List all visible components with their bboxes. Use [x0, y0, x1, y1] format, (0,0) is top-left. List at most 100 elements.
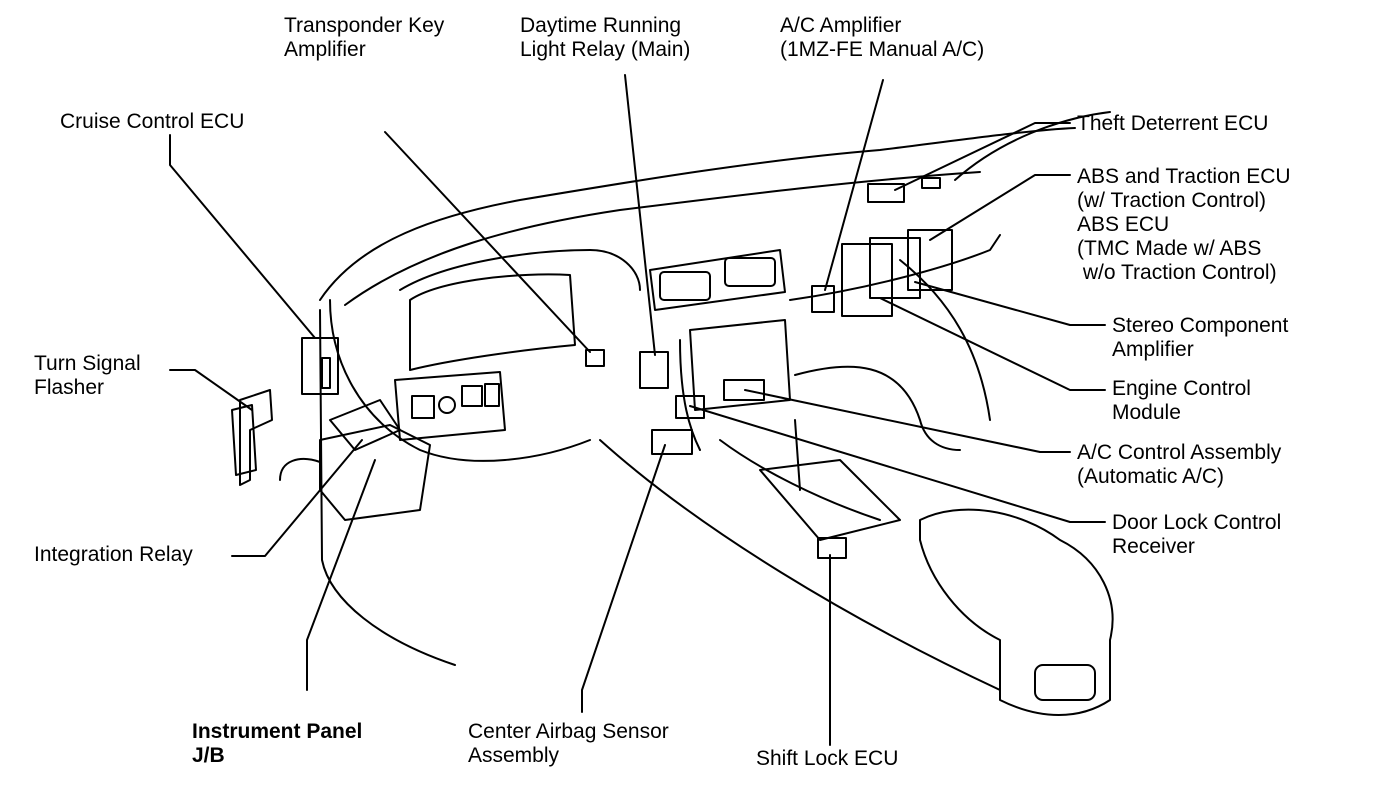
flasher-bracket [239, 389, 273, 486]
vent-right [724, 257, 776, 287]
label-cruise-control-ecu: Cruise Control ECU [60, 110, 244, 134]
integration-relay-body [329, 399, 401, 451]
engine-box [907, 229, 953, 291]
label-line: Shift Lock ECU [756, 747, 899, 770]
armrest [919, 508, 1114, 716]
leader-integration [231, 439, 363, 557]
label-engine-control-module: Engine Control Module [1112, 377, 1251, 425]
leader-engine [879, 297, 1106, 391]
windshield-edge [954, 111, 1111, 181]
label-turn-signal-flasher: Turn Signal Flasher [34, 352, 141, 400]
label-line: (1MZ-FE Manual A/C) [780, 38, 985, 61]
label-line: A/C Amplifier [780, 14, 902, 37]
cruise-ecu-box [301, 337, 339, 395]
column-shroud [394, 371, 506, 441]
ac-amp-box [811, 285, 835, 313]
label-stereo-component-amplifier: Stereo Component Amplifier [1112, 314, 1288, 362]
right-dash-lower [794, 365, 961, 451]
leader-door [689, 405, 1106, 523]
theft-box-2 [921, 177, 941, 189]
label-line: Receiver [1112, 535, 1195, 558]
label-line: Theft Deterrent ECU [1077, 112, 1269, 135]
cruise-ecu-slot [321, 357, 331, 389]
switch-1 [411, 395, 435, 419]
label-integration-relay: Integration Relay [34, 543, 193, 567]
label-line: Amplifier [284, 38, 366, 61]
label-abs-ecu: ABS and Traction ECU (w/ Traction Contro… [1077, 165, 1291, 285]
dash-top-edge [344, 171, 981, 306]
label-transponder-key-amplifier: Transponder Key Amplifier [284, 14, 444, 62]
label-line: Assembly [468, 744, 560, 767]
label-theft-deterrent-ecu: Theft Deterrent ECU [1077, 112, 1268, 136]
console-vent [1034, 664, 1096, 701]
leader-ac-ctrl [744, 389, 1071, 453]
label-line: Stereo Component [1112, 314, 1289, 337]
label-line: ABS and Traction ECU [1077, 165, 1291, 188]
label-line: J/B [192, 744, 225, 767]
label-line: Daytime Running [520, 14, 682, 37]
center-console-face [679, 339, 701, 451]
leader-abs [929, 174, 1071, 241]
label-line: Light Relay (Main) [520, 38, 691, 61]
label-shift-lock-ecu: Shift Lock ECU [756, 747, 898, 771]
label-line: Amplifier [1112, 338, 1194, 361]
airbag-box [651, 429, 693, 455]
label-line: (Automatic A/C) [1077, 465, 1225, 488]
leader-stereo [914, 281, 1106, 326]
label-line: (w/ Traction Control) [1077, 189, 1267, 212]
leader-ipjb [306, 459, 376, 691]
hook-part [279, 458, 321, 481]
dash-top-outline [319, 127, 1076, 301]
knob-1 [438, 396, 456, 414]
leader-ac-amp [824, 79, 884, 291]
theft-box [867, 183, 905, 203]
leader-airbag [581, 444, 666, 713]
label-line: Module [1112, 401, 1181, 424]
stereo-box [869, 237, 921, 299]
abs-box [841, 243, 893, 317]
leader-cruise [169, 134, 316, 339]
label-line: w/o Traction Control) [1077, 261, 1277, 284]
label-line: Engine Control [1112, 377, 1251, 400]
label-ac-amplifier: A/C Amplifier (1MZ-FE Manual A/C) [780, 14, 984, 62]
leader-theft [894, 122, 1071, 191]
label-line: Integration Relay [34, 543, 193, 566]
label-center-airbag-sensor-assembly: Center Airbag Sensor Assembly [468, 720, 669, 768]
label-line: Instrument Panel [192, 720, 363, 743]
console-left-side [599, 439, 1001, 691]
label-line: ABS ECU [1077, 213, 1170, 236]
drl-box [639, 351, 669, 389]
cluster-face [409, 273, 576, 371]
dash-face [329, 299, 591, 462]
label-line: Transponder Key [284, 14, 445, 37]
label-line: A/C Control Assembly [1077, 441, 1282, 464]
right-kick-panel [899, 259, 991, 421]
console-right-side [719, 439, 881, 521]
label-line: Cruise Control ECU [60, 110, 245, 133]
label-daytime-running-light-relay: Daytime Running Light Relay (Main) [520, 14, 690, 62]
label-line: Center Airbag Sensor [468, 720, 669, 743]
cluster-hood [399, 249, 641, 291]
label-instrument-panel-jb: Instrument Panel J/B [192, 720, 362, 768]
door-lock-box [675, 395, 705, 419]
switch-3 [484, 383, 500, 407]
shift-lock-box [817, 537, 847, 559]
label-door-lock-control-receiver: Door Lock Control Receiver [1112, 511, 1281, 559]
leader-transponder [384, 131, 591, 353]
label-line: Door Lock Control [1112, 511, 1282, 534]
leader-turn [169, 369, 253, 411]
label-line: Turn Signal [34, 352, 141, 375]
shift-gate [759, 459, 901, 541]
switch-2 [461, 385, 483, 407]
flasher-body [231, 404, 257, 476]
center-vents [649, 249, 786, 311]
transponder-box [585, 349, 605, 367]
dash-lower-edge [319, 309, 456, 666]
label-line: Flasher [34, 376, 105, 399]
right-dash [789, 234, 1001, 301]
shifter [794, 419, 801, 491]
leader-drl [624, 74, 656, 356]
vent-left [659, 271, 711, 301]
